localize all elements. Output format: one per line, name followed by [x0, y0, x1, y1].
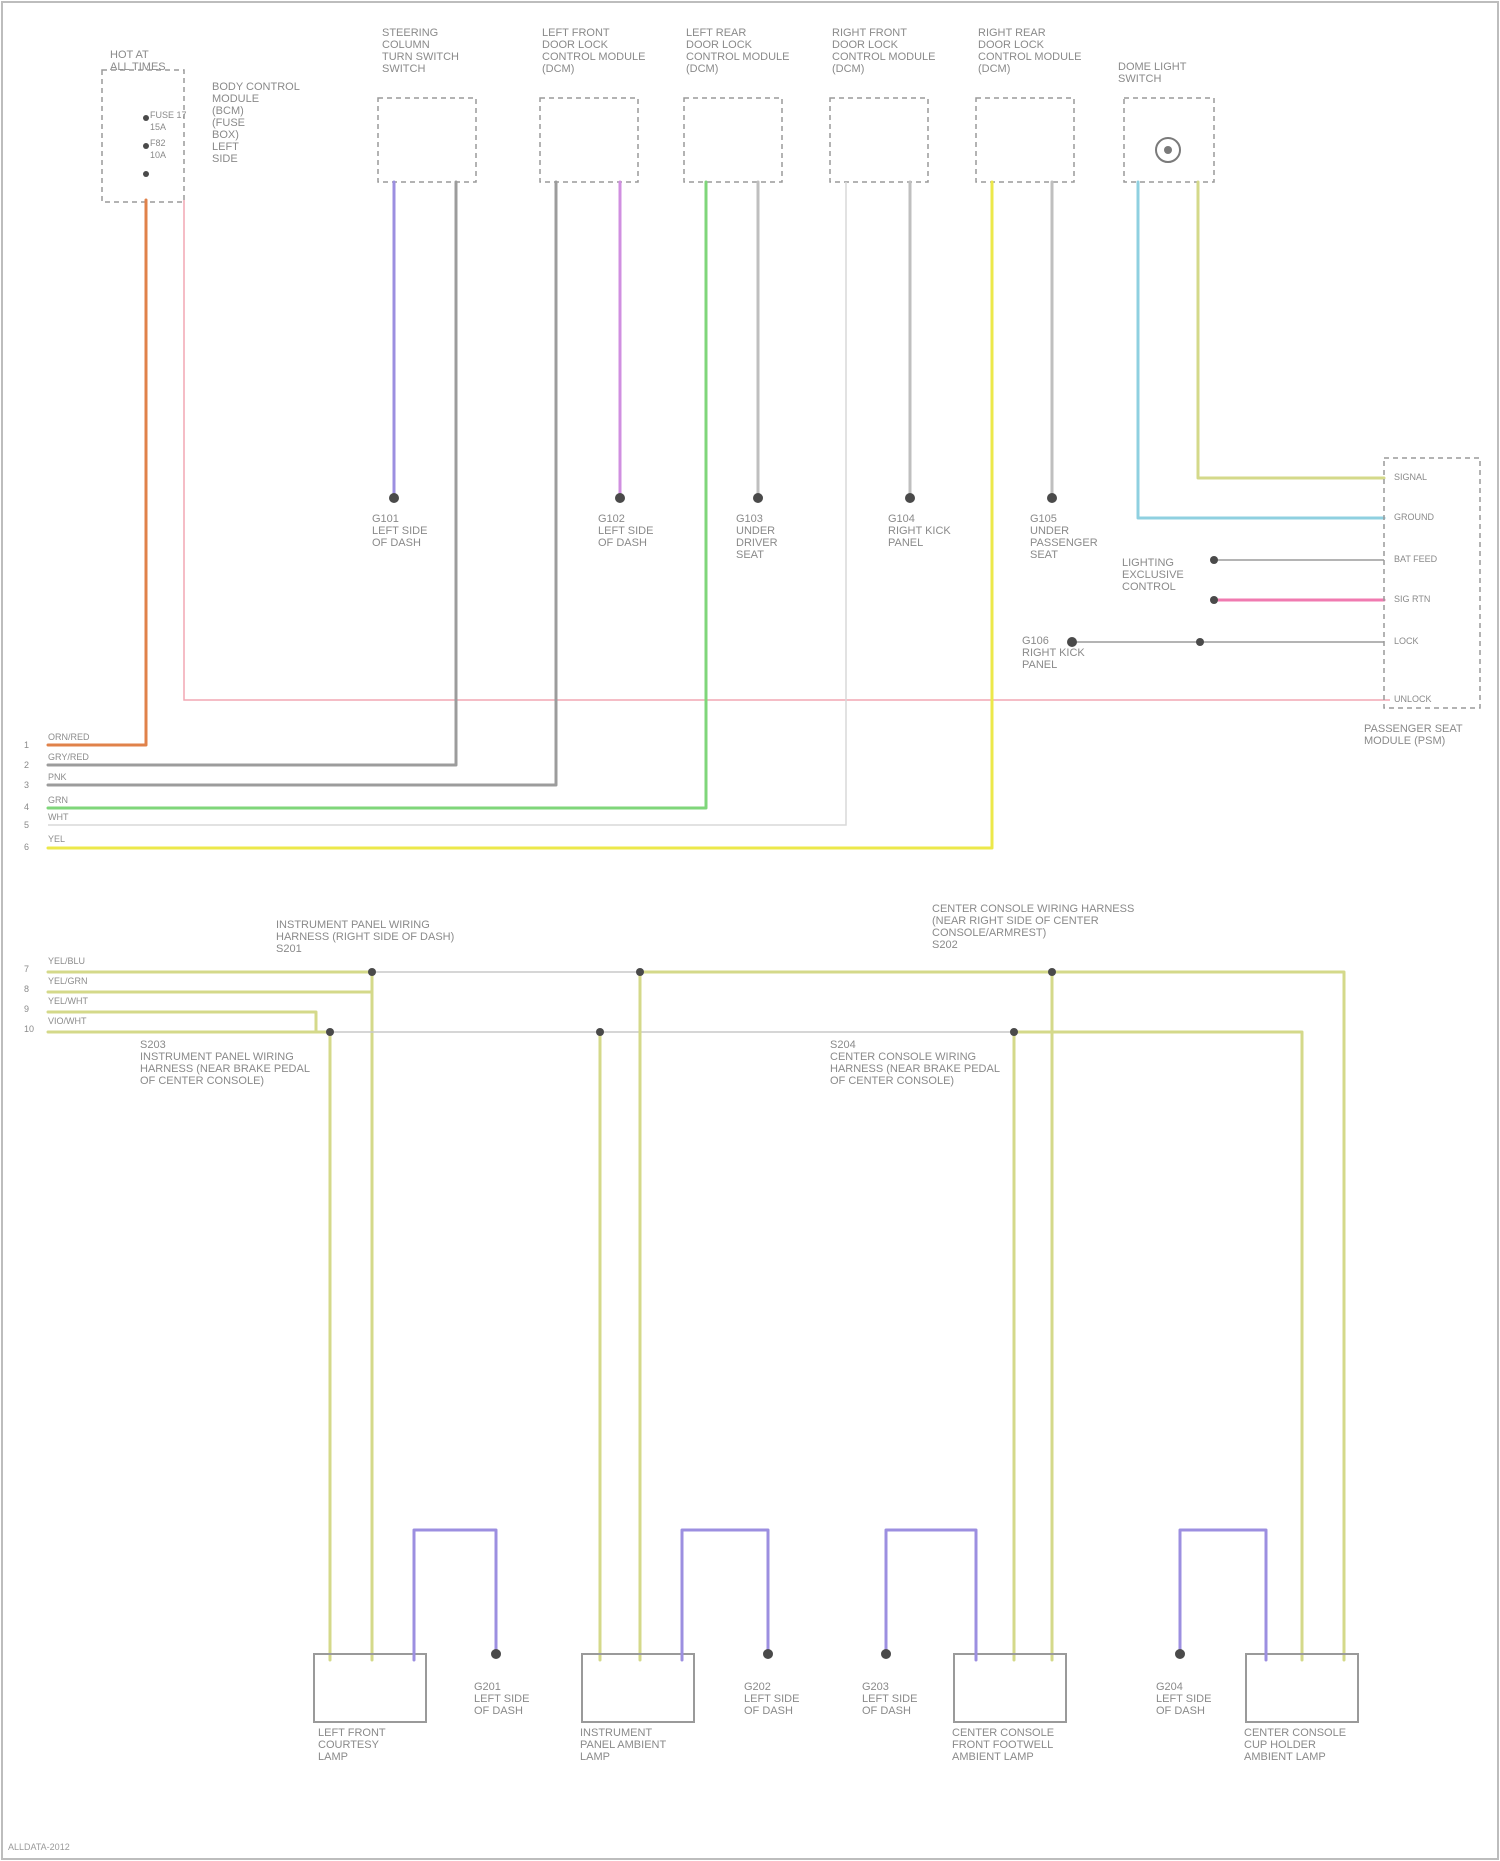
passenger-seat-module: SIGNAL GROUND BAT FEED SIG RTN LOCK UNLO…: [1022, 458, 1480, 747]
psm-pin-4: SIG RTN: [1394, 594, 1430, 604]
wire-light-blue: [1138, 182, 1384, 518]
bus-label-2: GRY/RED: [48, 752, 89, 762]
bus-pin-5: 5: [24, 820, 29, 830]
ground-dot-3: [753, 493, 763, 503]
bottom-bus-pin-2: 8: [24, 984, 29, 994]
psm-pin-2: GROUND: [1394, 512, 1434, 522]
psm-pin-6: UNLOCK: [1394, 694, 1432, 704]
footer-ref: ALLDATA-2012: [8, 1842, 70, 1852]
bus-label-4: GRN: [48, 795, 68, 805]
wire-pink: [184, 200, 1390, 700]
ground-dot-2: [615, 493, 625, 503]
bus-pin-6: 6: [24, 842, 29, 852]
top-wires: [48, 182, 1390, 848]
ground-dot-5: [1047, 493, 1057, 503]
bus-label-5: WHT: [48, 812, 69, 822]
left-bus-top: 1 2 3 4 5 6 ORN/RED GRY/RED PNK GRN WHT …: [24, 732, 90, 852]
bottom-bus-pin-4: 10: [24, 1024, 34, 1034]
wire-yellow: [48, 182, 992, 848]
bottom-bus-label-2: YEL/GRN: [48, 976, 88, 986]
bottom-bus-label-3: YEL/WHT: [48, 996, 89, 1006]
bottom-bus-pin-1: 7: [24, 964, 29, 974]
wire-gray-2: [48, 182, 556, 785]
bus-pin-4: 4: [24, 802, 29, 812]
bus-pin-2: 2: [24, 760, 29, 770]
splice-label-2: CENTER CONSOLE WIRING HARNESS(NEAR RIGHT…: [932, 903, 1134, 951]
bottom-bus-label-4: VIO/WHT: [48, 1016, 87, 1026]
wire-yellow-green: [1198, 182, 1384, 478]
bottom-bus-pin-3: 9: [24, 1004, 29, 1014]
wire-orange: [48, 200, 146, 745]
bus-pin-1: 1: [24, 740, 29, 750]
bus-pin-3: 3: [24, 780, 29, 790]
wire-white: [48, 182, 846, 825]
ground-dot-1: [389, 493, 399, 503]
bus-label-3: PNK: [48, 772, 67, 782]
psm-pin-1: SIGNAL: [1394, 472, 1427, 482]
psm-pin-5: LOCK: [1394, 636, 1419, 646]
ground-dot-4: [905, 493, 915, 503]
psm-pin-3: BAT FEED: [1394, 554, 1438, 564]
bus-label-6: YEL: [48, 834, 65, 844]
bus-label-1: ORN/RED: [48, 732, 90, 742]
bottom-bus-label-1: YEL/BLU: [48, 956, 85, 966]
